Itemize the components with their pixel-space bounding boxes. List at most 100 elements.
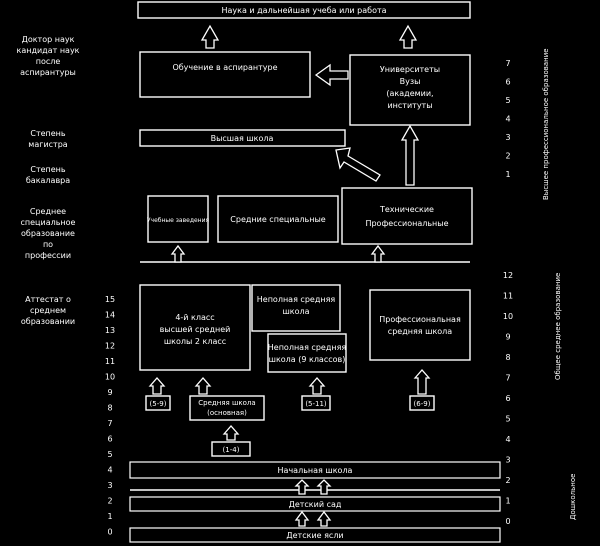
tech-school-box bbox=[341, 187, 473, 245]
inter-box bbox=[251, 284, 341, 332]
left-number: 11 bbox=[105, 357, 115, 366]
incomplete-box bbox=[267, 333, 347, 373]
arrow-up bbox=[200, 24, 220, 49]
arrow-diagonal bbox=[335, 147, 381, 182]
left-number: 0 bbox=[107, 528, 112, 537]
arrow-up bbox=[370, 244, 386, 263]
left-number: 14 bbox=[105, 311, 115, 320]
right-number: 8 bbox=[505, 353, 510, 362]
school-label: Учебные заведения bbox=[147, 217, 210, 224]
high-school-label: 4-й класс bbox=[175, 313, 214, 322]
right-number: 10 bbox=[503, 312, 513, 321]
arrow-up bbox=[316, 510, 332, 527]
preschool-label: Детский сад bbox=[289, 500, 342, 509]
svg-text:Аттестат о: Аттестат о bbox=[25, 295, 71, 304]
school-box bbox=[147, 195, 209, 243]
svg-text:Среднее: Среднее bbox=[30, 207, 66, 216]
left-number: 2 bbox=[107, 497, 112, 506]
right-number: 2 bbox=[505, 476, 510, 485]
middle-box bbox=[217, 195, 339, 243]
right-number: 3 bbox=[505, 456, 510, 465]
srednyaya-box bbox=[189, 395, 265, 421]
arrow-up bbox=[222, 425, 240, 441]
first-level-label: Высшая школа bbox=[211, 134, 274, 143]
arrow-up bbox=[194, 377, 212, 395]
svg-text:кандидат наук: кандидат наук bbox=[16, 46, 79, 55]
left-number: 15 bbox=[105, 295, 115, 304]
arrow-up bbox=[398, 24, 418, 49]
middle-label: Средние специальные bbox=[230, 215, 325, 224]
top-bar-box bbox=[137, 1, 471, 19]
elementary-label: Начальная школа bbox=[278, 466, 353, 475]
right-number: 4 bbox=[505, 435, 510, 444]
svg-text:среднем: среднем bbox=[30, 306, 66, 315]
right-number: 0 bbox=[505, 517, 510, 526]
left-number: 4 bbox=[107, 466, 112, 475]
incomplete-label: Неполная средняя bbox=[268, 343, 347, 352]
svg-text:после: после bbox=[36, 57, 61, 66]
svg-text:Степень: Степень bbox=[30, 165, 66, 174]
inter-label: Неполная средняя bbox=[257, 295, 336, 304]
universities-box bbox=[349, 54, 471, 126]
inter-label: школа bbox=[282, 307, 309, 316]
left-number: 12 bbox=[105, 342, 115, 351]
tech-cert-label: Профессиональные bbox=[365, 219, 448, 228]
right-number: 1 bbox=[505, 497, 510, 506]
universities-label: Вузы bbox=[400, 77, 421, 86]
right-vertical-label: Высшее профессиональное образование bbox=[542, 48, 550, 200]
bracket-label: (5-9) bbox=[150, 400, 167, 408]
kindergarten-label: Детские ясли bbox=[286, 531, 343, 540]
bracket-label: (5-11) bbox=[305, 400, 327, 408]
svg-text:Степень: Степень bbox=[30, 129, 66, 138]
svg-text:специальное: специальное bbox=[21, 218, 76, 227]
bracket-label: (6-9) bbox=[414, 400, 431, 408]
high-school-label: высшей средней bbox=[160, 325, 231, 334]
first-level-box bbox=[139, 129, 346, 147]
right-number: 9 bbox=[505, 333, 510, 342]
svg-text:по: по bbox=[43, 240, 53, 249]
arrow-left bbox=[314, 63, 349, 87]
arrow-up bbox=[400, 124, 420, 186]
bracket-box bbox=[301, 395, 331, 411]
svg-text:бакалавра: бакалавра bbox=[26, 176, 70, 185]
universities-label: институты bbox=[387, 101, 432, 110]
right-number: 5 bbox=[505, 415, 510, 424]
right-number: 6 bbox=[505, 78, 510, 87]
bracket-box bbox=[211, 441, 251, 457]
bracket-box bbox=[409, 395, 435, 411]
right-number: 3 bbox=[505, 133, 510, 142]
left-number: 5 bbox=[107, 450, 112, 459]
postgrad-label: Обучение в аспирантуре bbox=[172, 63, 277, 72]
srednyaya-label: (основная) bbox=[207, 409, 247, 417]
left-number: 3 bbox=[107, 481, 112, 490]
arrow-up bbox=[294, 510, 310, 527]
right-number: 12 bbox=[503, 271, 513, 280]
left-number: 10 bbox=[105, 373, 115, 382]
left-label-master: Степень магистра bbox=[28, 129, 67, 149]
preschool-bar bbox=[129, 496, 501, 512]
top-bar-label: Наука и дальнейшая учеба или работа bbox=[221, 6, 386, 15]
voc-box bbox=[369, 289, 471, 361]
right-vertical-label: Дошкольное bbox=[569, 474, 577, 520]
left-number: 1 bbox=[107, 512, 112, 521]
arrow-up bbox=[316, 479, 332, 495]
right-number: 4 bbox=[505, 115, 510, 124]
arrow-up bbox=[294, 479, 310, 495]
right-number: 2 bbox=[505, 152, 510, 161]
left-label-specialist: Среднее специальное образование по профе… bbox=[21, 207, 76, 260]
left-number: 7 bbox=[107, 419, 112, 428]
arrow-up bbox=[413, 369, 431, 395]
left-number: 6 bbox=[107, 435, 112, 444]
left-number: 9 bbox=[107, 388, 112, 397]
voc-label: Профессиональная bbox=[379, 315, 461, 324]
bracket-label: (1-4) bbox=[223, 446, 240, 454]
postgrad-box bbox=[139, 51, 311, 98]
universities-label: Университеты bbox=[380, 65, 440, 74]
svg-text:Доктор наук: Доктор наук bbox=[22, 35, 75, 44]
arrow-up bbox=[308, 377, 326, 395]
bracket-box bbox=[145, 395, 171, 411]
voc-label: средняя школа bbox=[388, 327, 452, 336]
